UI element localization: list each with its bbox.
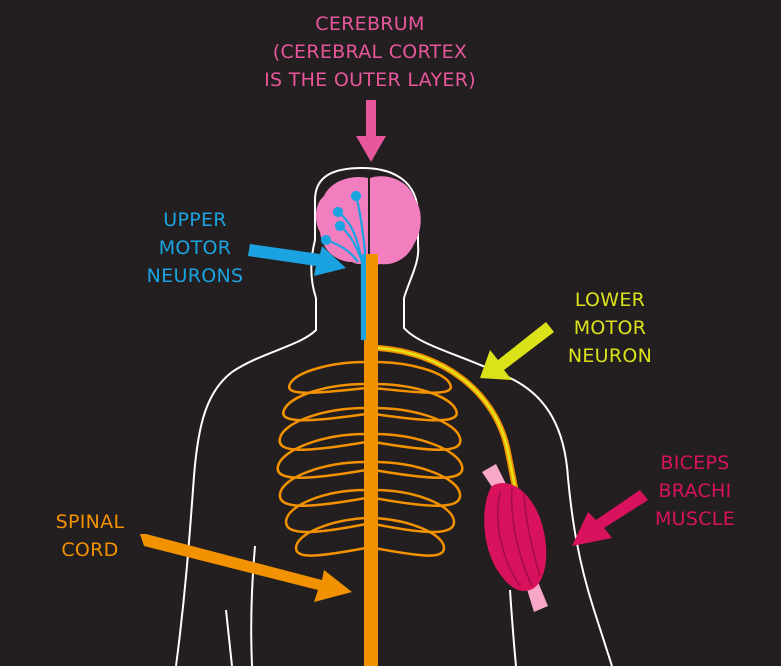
biceps-label-line: BICEPS	[660, 452, 730, 474]
spinal-cord	[362, 254, 378, 666]
body-outline	[175, 166, 613, 666]
biceps-brachi-muscle-label: BICEPS BRACHI MUSCLE	[630, 449, 760, 533]
spinal-cord-arrow	[140, 534, 352, 602]
biceps-label-line: BRACHI	[658, 480, 732, 502]
lower-motor-neuron-label-line: MOTOR	[573, 317, 647, 339]
spinal-cord-label-line: SPINAL	[55, 511, 125, 533]
spinal-cord-label-line: CORD	[61, 539, 119, 561]
cerebrum-label-line: IS THE OUTER LAYER)	[264, 69, 476, 91]
upper-motor-neurons-label-line: NEURONS	[146, 265, 244, 287]
upper-motor-neurons-arrow	[248, 244, 346, 276]
cerebrum-brain	[315, 176, 421, 265]
upper-motor-neurons-label-line: UPPER	[163, 209, 227, 231]
lower-motor-neuron-arrow	[480, 322, 554, 380]
cerebrum-label-line: CEREBRUM	[315, 13, 425, 35]
cerebrum-label-line: (CEREBRAL CORTEX	[272, 41, 468, 63]
biceps-muscle	[482, 464, 548, 612]
ribcage	[276, 360, 464, 557]
cerebrum-arrow	[356, 100, 386, 162]
lower-motor-neuron-label: LOWER MOTOR NEURON	[545, 286, 675, 370]
spinal-cord-label: SPINAL CORD	[30, 508, 150, 564]
cerebrum-label: CEREBRUM (CEREBRAL CORTEX IS THE OUTER L…	[190, 10, 550, 94]
biceps-label-line: MUSCLE	[654, 508, 736, 530]
biceps-arrow	[572, 490, 648, 546]
lower-motor-neuron-label-line: NEURON	[567, 345, 653, 367]
lower-motor-neuron-label-line: LOWER	[574, 289, 646, 311]
upper-motor-neurons-label-line: MOTOR	[158, 237, 232, 259]
upper-motor-neurons-label: UPPER MOTOR NEURONS	[120, 206, 270, 290]
